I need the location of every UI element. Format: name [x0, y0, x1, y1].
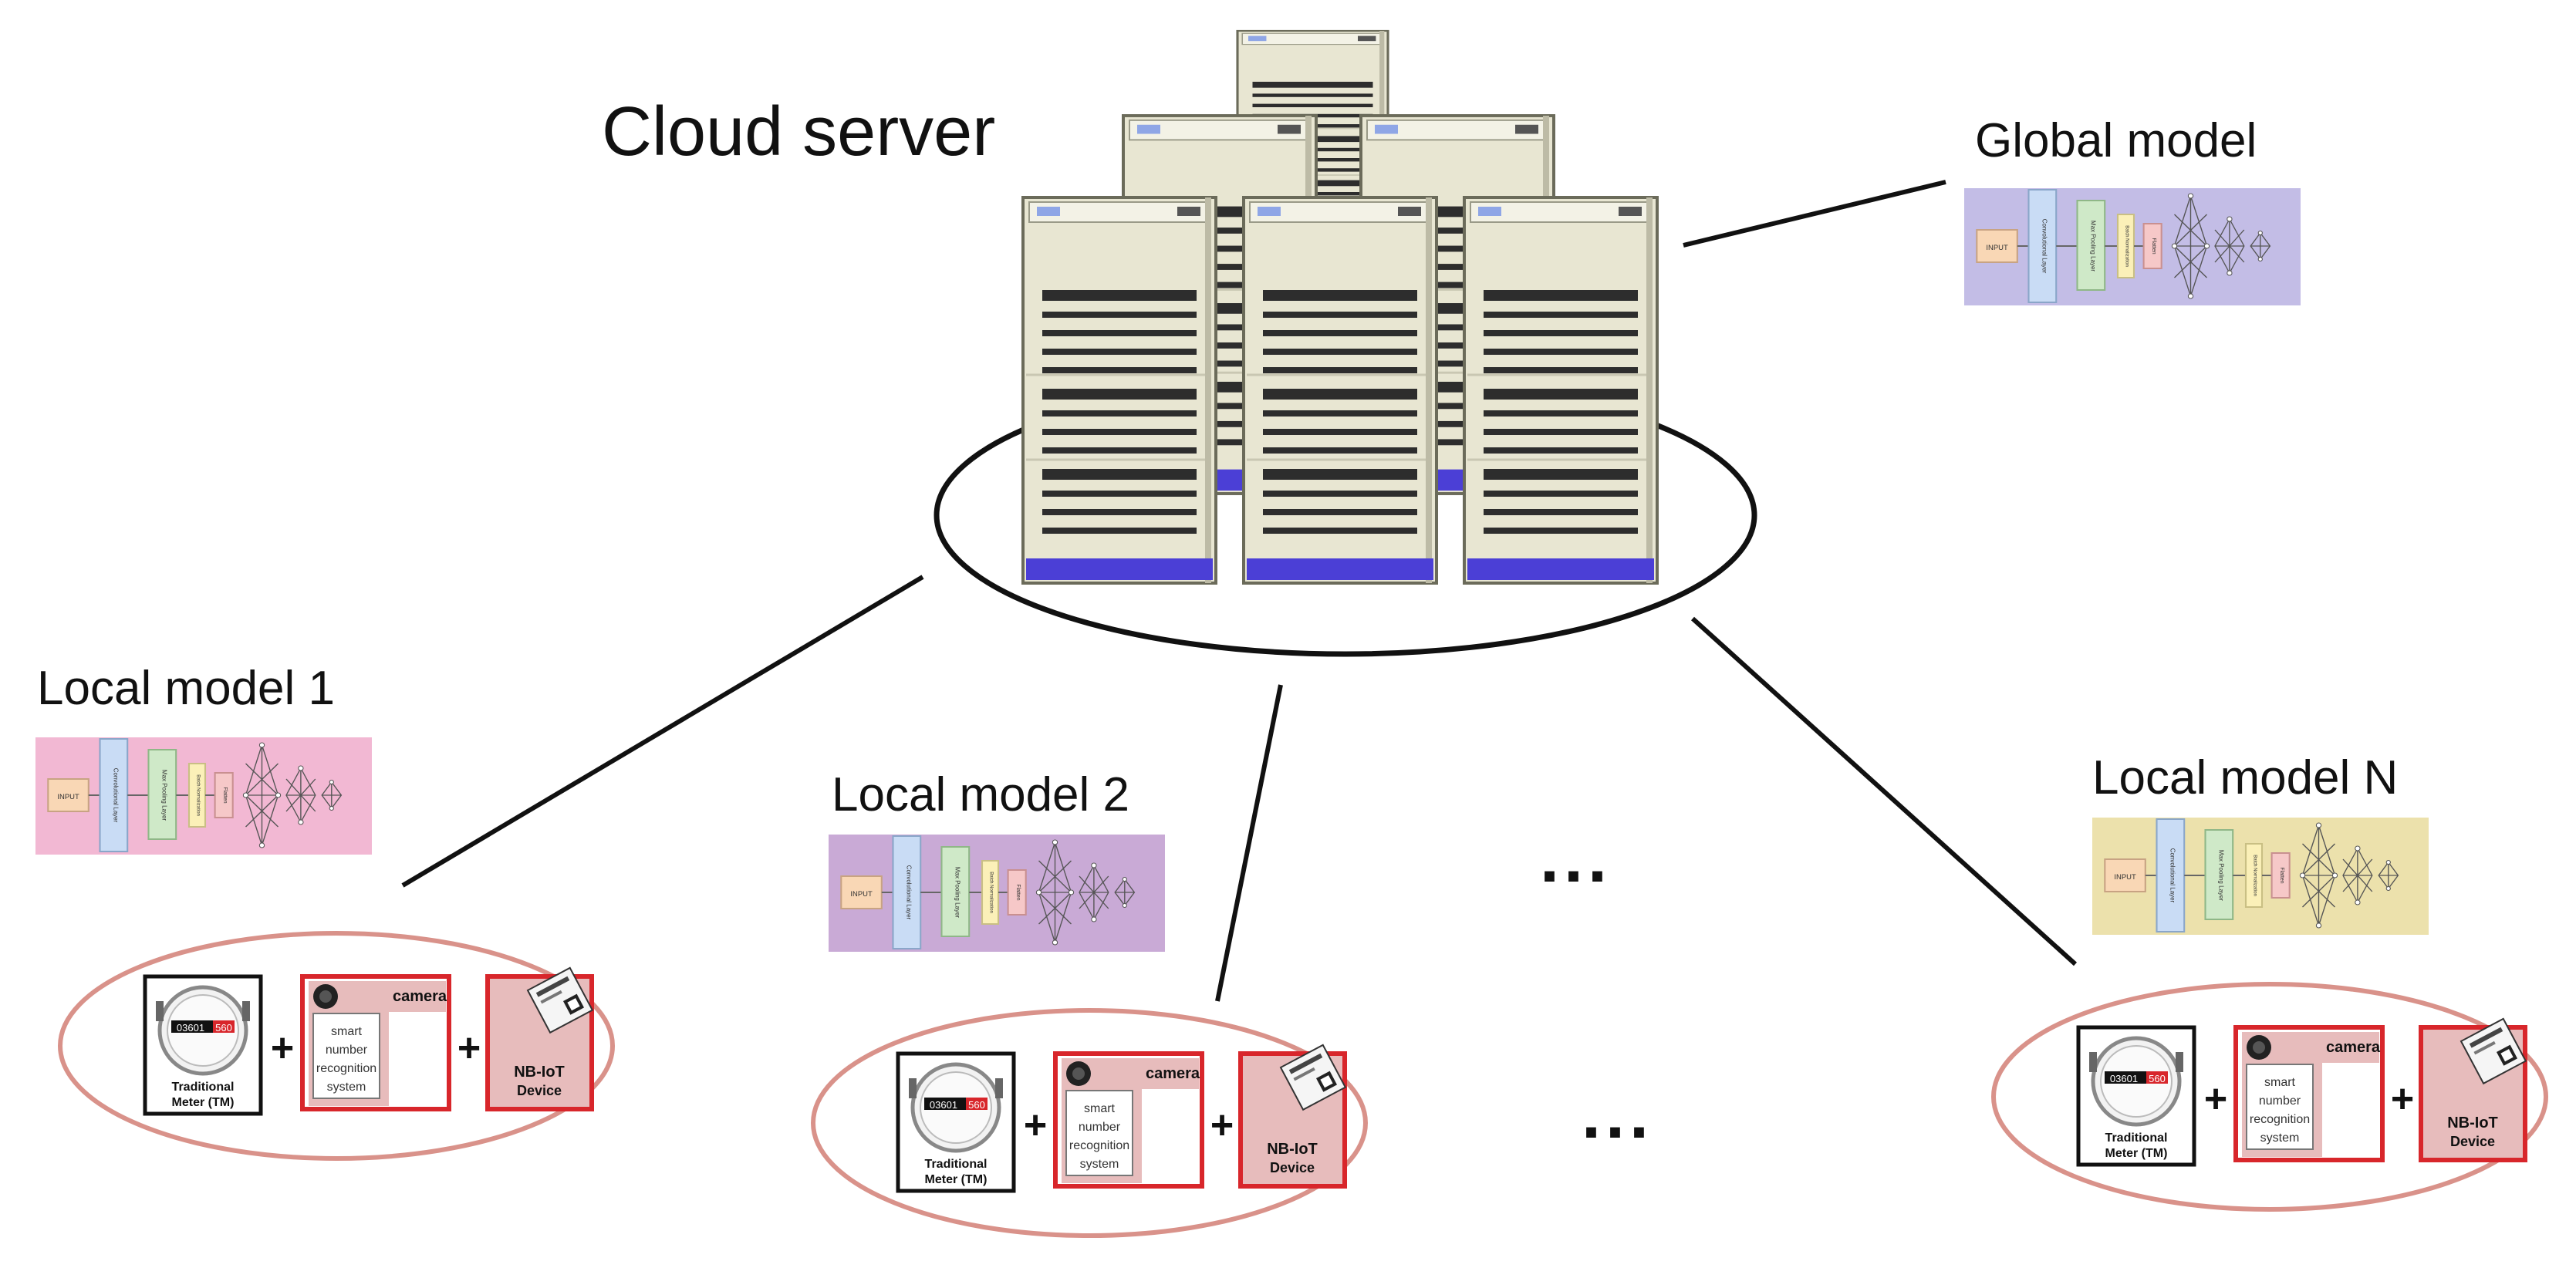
meter-label-line-2: Meter (TM)	[925, 1173, 988, 1186]
cloud-server	[934, 31, 1757, 657]
recognition-text-line: recognition	[1069, 1139, 1129, 1152]
local-model-2-label: Local model 2	[832, 768, 1130, 821]
plus-sign: +	[457, 1026, 481, 1071]
meter-label-line-1: Traditional	[2105, 1131, 2168, 1145]
meter-digits: 03601	[2110, 1073, 2138, 1084]
server-rack-front-left	[1023, 197, 1216, 583]
camera-label: camera	[1146, 1065, 1200, 1082]
nb-iot-device-icon: NB-IoT Device	[1241, 1045, 1345, 1186]
server-rack-front-right	[1464, 197, 1657, 583]
meter-digits: 03601	[930, 1099, 957, 1111]
plus-sign: +	[2391, 1077, 2414, 1121]
camera-label: camera	[393, 988, 447, 1005]
global-model-label: Global model	[1975, 114, 2257, 167]
nb-iot-label-line-2: Device	[517, 1083, 562, 1098]
camera-recognition-icon: camera smart number recognition system	[302, 976, 449, 1109]
meter-digits-red: 560	[968, 1099, 985, 1111]
local-model-1-card	[35, 737, 372, 855]
link-server-global	[1683, 180, 1946, 248]
nb-iot-label-line-1: NB-IoT	[1267, 1141, 1318, 1158]
local-model-1-label: Local model 1	[37, 662, 336, 715]
meter-label-line-2: Meter (TM)	[2105, 1147, 2168, 1160]
recognition-text-line: number	[1079, 1121, 1121, 1134]
meter-digits: 03601	[177, 1022, 204, 1034]
link-server-local-n	[1690, 616, 2078, 966]
meter-label-line-2: Meter (TM)	[172, 1096, 235, 1109]
server-rack-front-middle	[1244, 197, 1437, 583]
plus-sign: +	[2204, 1077, 2227, 1121]
recognition-text-line: smart	[331, 1025, 363, 1038]
recognition-text-line: smart	[2264, 1076, 2296, 1089]
plus-sign: +	[271, 1026, 294, 1071]
meter-label-line-1: Traditional	[925, 1158, 988, 1171]
nb-iot-label-line-2: Device	[2450, 1134, 2495, 1149]
meter-digits-red: 560	[215, 1022, 232, 1034]
ellipsis-upper: ...	[1540, 820, 1612, 897]
meter-label-line-1: Traditional	[172, 1081, 235, 1094]
link-server-local-2	[1215, 684, 1283, 1002]
recognition-text-line: smart	[1084, 1102, 1116, 1115]
nb-iot-device-icon: NB-IoT Device	[2421, 1019, 2526, 1160]
recognition-text-line: system	[1080, 1158, 1119, 1171]
ellipsis-lower: ...	[1582, 1076, 1654, 1153]
recognition-text-line: number	[2259, 1094, 2301, 1108]
local-model-n-card	[2092, 818, 2429, 935]
recognition-text-line: number	[326, 1044, 368, 1057]
recognition-text-line: system	[2260, 1131, 2300, 1145]
recognition-text-line: recognition	[316, 1062, 376, 1075]
local-model-2-card	[829, 835, 1165, 952]
recognition-text-line: recognition	[2250, 1113, 2310, 1126]
meter-digits-red: 560	[2149, 1073, 2166, 1084]
nb-iot-label-line-1: NB-IoT	[514, 1064, 565, 1081]
connection-lines	[401, 180, 2078, 1002]
local-model-n-label: Local model N	[2092, 751, 2399, 804]
nb-iot-device-icon: NB-IoT Device	[488, 968, 593, 1109]
cloud-server-label: Cloud server	[602, 93, 996, 170]
global-model-card	[1964, 188, 2301, 305]
camera-label: camera	[2326, 1039, 2381, 1056]
recognition-text-line: system	[327, 1081, 366, 1094]
nb-iot-label-line-1: NB-IoT	[2447, 1115, 2498, 1131]
nb-iot-label-line-2: Device	[1270, 1160, 1315, 1175]
link-server-local-1	[401, 575, 924, 888]
camera-recognition-icon: camera smart number recognition system	[1055, 1054, 1202, 1186]
plus-sign: +	[1210, 1103, 1234, 1148]
plus-sign: +	[1024, 1103, 1047, 1148]
camera-recognition-icon: camera smart number recognition system	[2236, 1027, 2382, 1160]
